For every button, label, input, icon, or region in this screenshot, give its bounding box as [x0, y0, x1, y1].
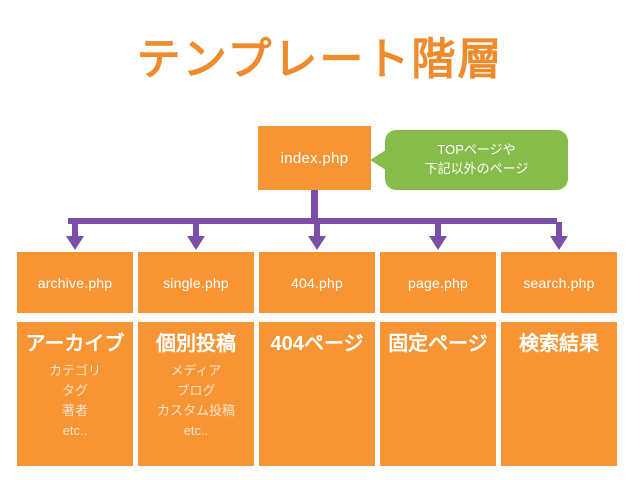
file-node-label: archive.php: [37, 274, 113, 291]
arrow-head-4: [550, 236, 568, 250]
description-item-list: メディアブログカスタム投稿 etc..: [138, 362, 254, 440]
arrow-head-2: [308, 236, 326, 250]
column-single-php: single.php 個別投稿メディアブログカスタム投稿 etc..: [138, 252, 254, 466]
column-404-php: 404.php 404ページ: [259, 252, 375, 466]
file-node-label: search.php: [523, 274, 595, 291]
description-panel: アーカイブカテゴリタグ著者 etc..: [17, 322, 133, 466]
column-page-php: page.php 固定ページ: [380, 252, 496, 466]
description-heading: アーカイブ: [25, 333, 125, 355]
arrow-head-0: [66, 236, 84, 250]
arrow-stem-0: [72, 222, 78, 238]
root-node-label: index.php: [280, 149, 349, 167]
callout-note: TOPページや 下記以外のページ: [385, 130, 568, 190]
description-panel: 404ページ: [259, 322, 375, 466]
description-item: タグ: [61, 382, 88, 398]
description-item-list: カテゴリタグ著者 etc..: [17, 362, 133, 440]
column-search-php: search.php 検索結果: [501, 252, 617, 466]
file-node-label: page.php: [408, 274, 468, 291]
description-item: ブログ: [176, 382, 216, 398]
callout-line-2: 下記以外のページ: [424, 161, 529, 176]
description-panel: 検索結果: [501, 322, 617, 466]
description-item: メディア: [170, 363, 222, 378]
column-archive-php: archive.php アーカイブカテゴリタグ著者 etc..: [17, 252, 133, 466]
callout-line-1: TOPページや: [437, 142, 516, 158]
callout-arrow-icon: [370, 150, 386, 170]
description-heading: 検索結果: [519, 333, 599, 355]
arrow-stem-4: [556, 222, 562, 238]
arrow-stem-3: [435, 222, 441, 238]
root-node-index-php[interactable]: index.php: [258, 126, 371, 190]
file-node-page-php[interactable]: page.php: [380, 252, 496, 313]
file-node-label: single.php: [163, 274, 229, 291]
connector-stem: [311, 190, 318, 221]
description-item: etc..: [183, 422, 209, 438]
file-node-single-php[interactable]: single.php: [138, 252, 254, 313]
file-node-archive-php[interactable]: archive.php: [17, 252, 133, 313]
description-item: 著者: [61, 402, 88, 418]
description-item: カスタム投稿: [156, 402, 235, 418]
description-heading: 固定ページ: [388, 333, 488, 355]
arrow-stem-1: [193, 222, 199, 238]
description-heading: 404ページ: [270, 333, 364, 355]
description-panel: 固定ページ: [380, 322, 496, 466]
description-panel: 個別投稿メディアブログカスタム投稿 etc..: [138, 322, 254, 466]
description-item: etc..: [62, 422, 88, 438]
page-title: テンプレート階層: [136, 35, 504, 84]
file-node-label: 404.php: [290, 274, 343, 291]
description-item: カテゴリ: [48, 363, 101, 378]
arrow-head-1: [187, 236, 205, 250]
file-node-search-php[interactable]: search.php: [501, 252, 617, 313]
connector-bus: [68, 218, 557, 224]
arrow-stem-2: [314, 222, 320, 238]
file-node-404-php[interactable]: 404.php: [259, 252, 375, 313]
arrow-head-3: [429, 236, 447, 250]
description-heading: 個別投稿: [156, 333, 236, 355]
